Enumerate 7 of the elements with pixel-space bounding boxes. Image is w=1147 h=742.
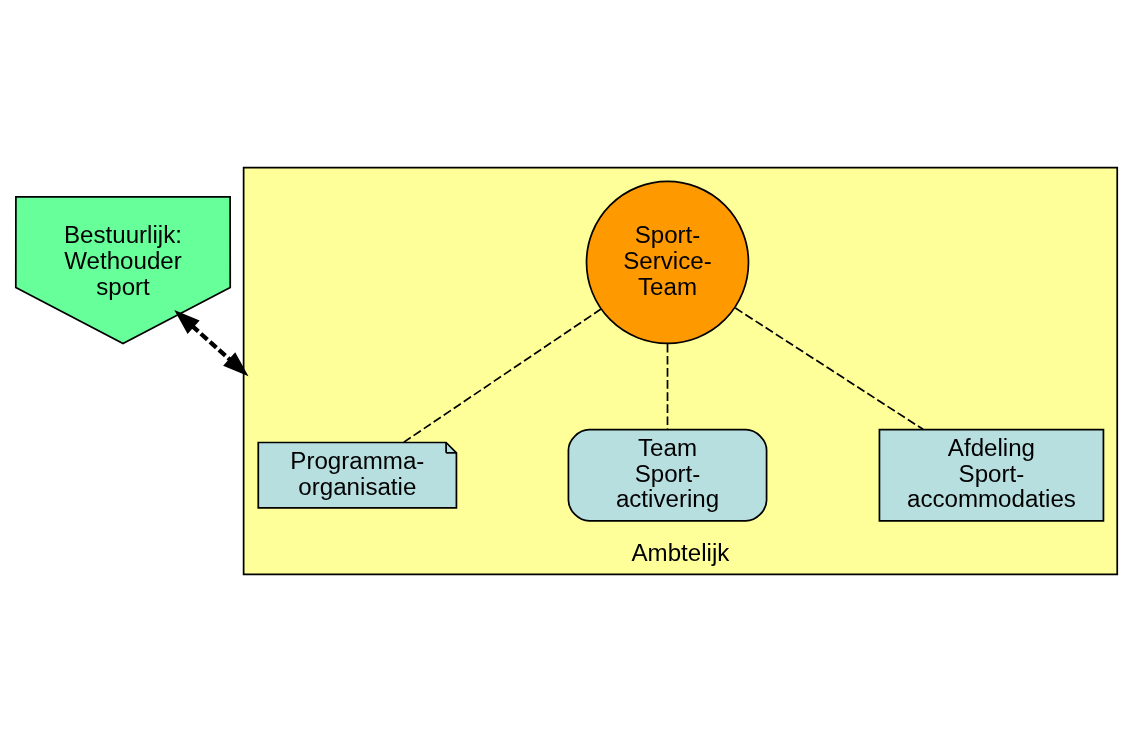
node-circle: Sport- Service- Team [585, 180, 750, 345]
connector [666, 343, 669, 430]
connector [734, 307, 924, 431]
node-box: Team Sport- activering [567, 428, 768, 522]
arrow [174, 309, 249, 377]
node-box: Afdeling Sport- accommodaties [878, 428, 1105, 522]
connector [402, 308, 602, 444]
